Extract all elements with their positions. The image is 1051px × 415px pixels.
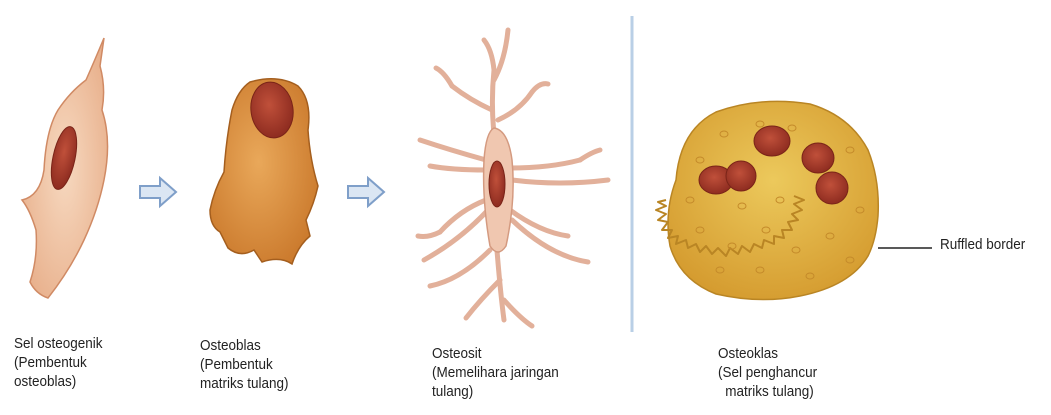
- ruffled-border-label: Ruffled border: [940, 236, 1025, 253]
- caption-osteogenic: Sel osteogenik (Pembentuk osteoblas): [14, 334, 103, 391]
- osteoclast-nucleus: [802, 143, 834, 173]
- osteocyte-nucleus: [489, 161, 505, 207]
- osteoclast-nucleus: [754, 126, 790, 156]
- caption-line: matriks tulang): [200, 374, 289, 393]
- caption-line: tulang): [432, 382, 559, 401]
- caption-line: (Memelihara jaringan: [432, 363, 559, 382]
- caption-osteoblast: Osteoblas (Pembentuk matriks tulang): [200, 336, 289, 393]
- arrow-osteoblast-to-osteocyte: [348, 178, 384, 206]
- caption-line: matriks tulang): [718, 382, 817, 401]
- osteocyte-cell: [418, 30, 608, 326]
- caption-title: Osteosit: [432, 344, 559, 363]
- caption-osteocyte: Osteosit (Memelihara jaringan tulang): [432, 344, 559, 401]
- osteoclast-nucleus: [816, 172, 848, 204]
- caption-osteoclast: Osteoklas (Sel penghancur matriks tulang…: [718, 344, 817, 401]
- caption-title: Sel osteogenik: [14, 334, 103, 353]
- caption-line: osteoblas): [14, 372, 103, 391]
- arrow-osteogenic-to-osteoblast: [140, 178, 176, 206]
- caption-line: (Pembentuk: [200, 355, 289, 374]
- osteogenic-cell: [22, 38, 108, 298]
- osteoclast-nucleus: [726, 161, 756, 191]
- caption-title: Osteoklas: [718, 344, 817, 363]
- caption-line: (Pembentuk: [14, 353, 103, 372]
- osteoclast-cell: [656, 101, 878, 299]
- osteoblast-cell: [210, 79, 318, 264]
- caption-line: (Sel penghancur: [718, 363, 817, 382]
- caption-title: Osteoblas: [200, 336, 289, 355]
